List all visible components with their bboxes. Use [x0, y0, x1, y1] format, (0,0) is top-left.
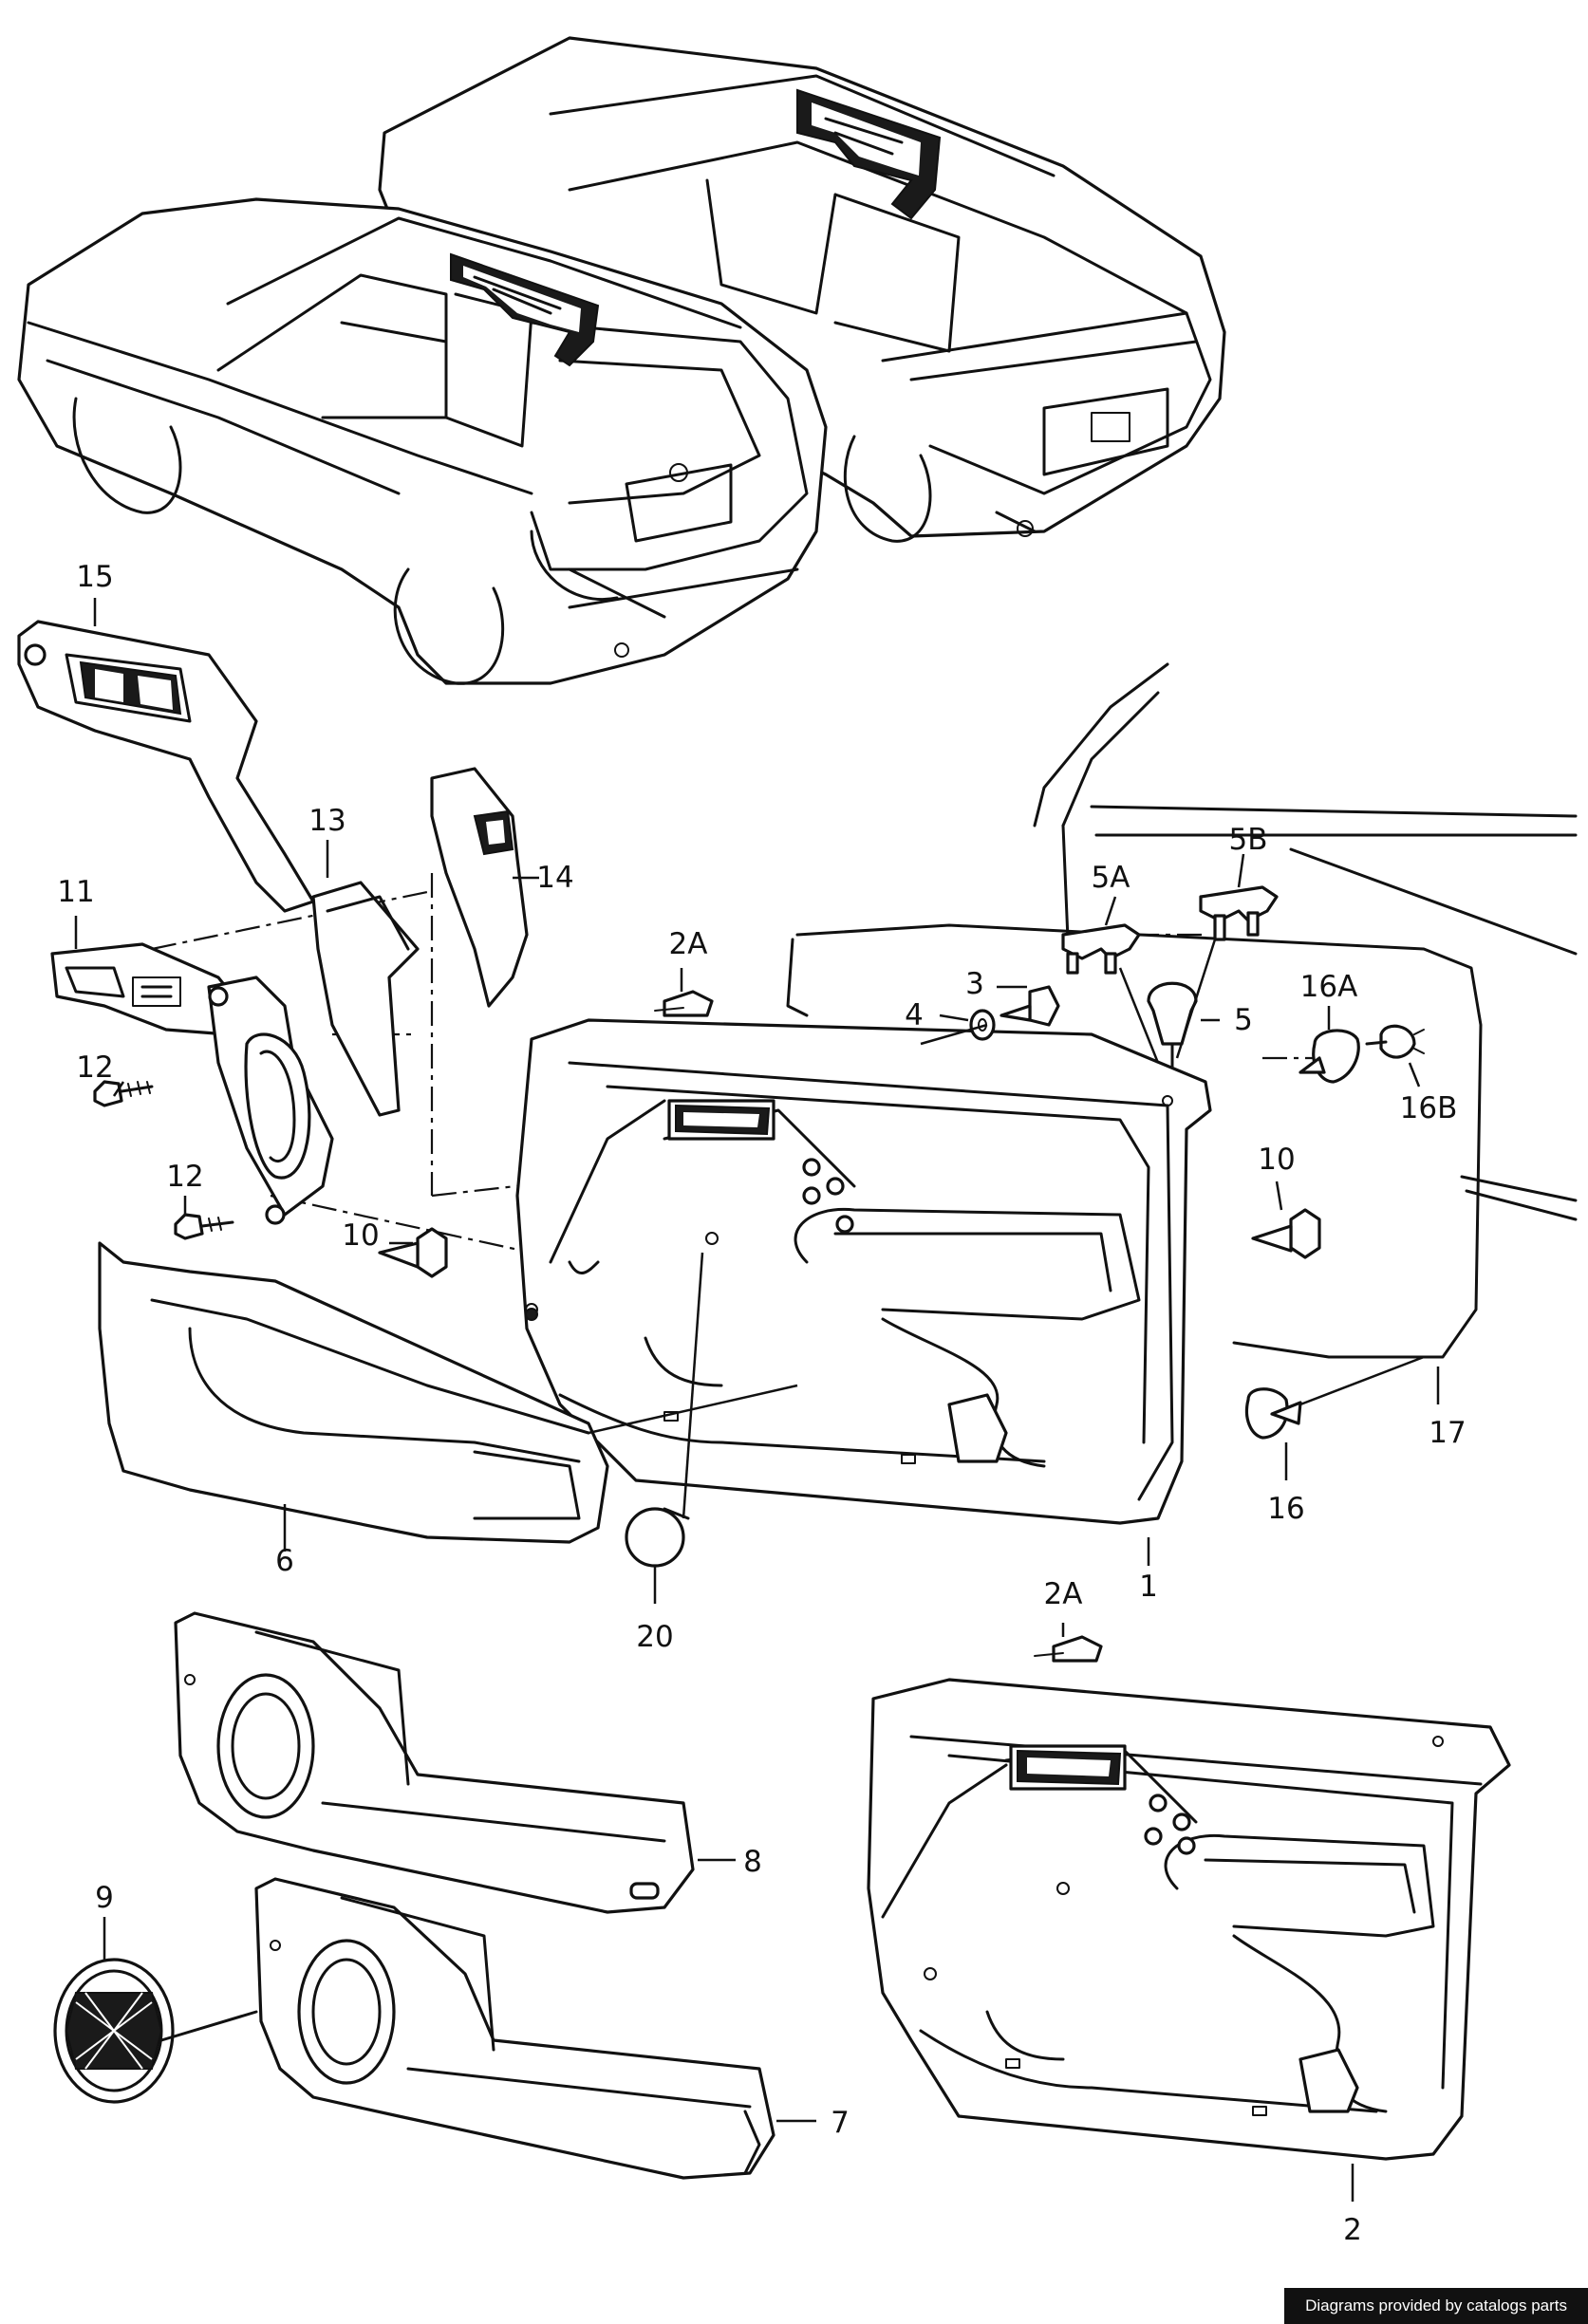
part-11-handle [50, 942, 334, 1225]
callout-16b: 16B [1400, 1091, 1458, 1125]
callout-2a-top: 2A [669, 927, 708, 961]
callout-10-right: 10 [1258, 1143, 1295, 1177]
door-panel-2 [867, 1678, 1511, 2161]
callout-12-upper: 12 [76, 1050, 113, 1085]
credit-badge: Diagrams provided by catalogs parts [1284, 2288, 1588, 2324]
callout-13: 13 [308, 804, 346, 838]
part-9-grille [53, 1958, 258, 2104]
callout-leaders [74, 598, 1440, 2202]
callout-5b: 5B [1229, 823, 1268, 857]
callout-4: 4 [905, 998, 924, 1032]
part-6-armrest [98, 1241, 609, 1544]
callout-2a-bottom: 2A [1044, 1577, 1083, 1611]
callout-10-left: 10 [342, 1218, 379, 1253]
callout-12-lower: 12 [166, 1160, 203, 1194]
door-panel-1 [515, 1018, 1212, 1525]
callout-1: 1 [1139, 1570, 1158, 1604]
callout-7: 7 [831, 2106, 850, 2140]
callout-8: 8 [743, 1845, 762, 1879]
callout-6: 6 [275, 1544, 294, 1578]
callout-2: 2 [1343, 2213, 1362, 2247]
fasteners [93, 885, 1425, 1663]
callout-14: 14 [536, 861, 573, 895]
callout-5: 5 [1234, 1003, 1253, 1037]
hatchback-illustration [17, 197, 828, 685]
callout-5a: 5A [1092, 861, 1130, 895]
part-13-trim [311, 881, 420, 1117]
callout-labels: 15 13 14 11 12 12 2A 3 4 5 5A 5B 16A 16B… [57, 560, 1466, 2247]
part-8-speaker-trim [174, 1611, 695, 1914]
part-14-trim [430, 767, 529, 1008]
callout-9: 9 [95, 1881, 114, 1915]
callout-16a: 16A [1300, 970, 1358, 1004]
callout-3: 3 [965, 967, 984, 1001]
callout-17: 17 [1429, 1416, 1466, 1450]
callout-15: 15 [76, 560, 113, 594]
part-15-trim [17, 620, 315, 913]
callout-11: 11 [57, 875, 94, 909]
callout-20: 20 [636, 1620, 673, 1654]
callout-16: 16 [1267, 1492, 1304, 1526]
part-7-speaker-trim [254, 1877, 775, 2180]
